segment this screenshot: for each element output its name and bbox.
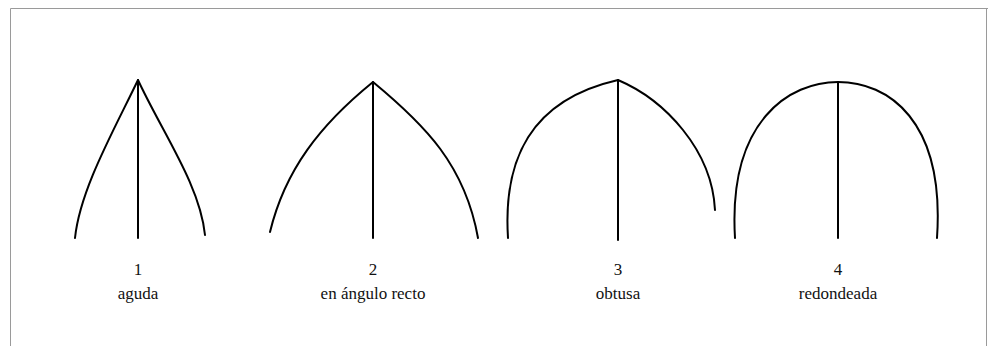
- right-angle-apex-shape: [270, 82, 478, 238]
- apex-type-label: en ángulo recto: [321, 284, 426, 304]
- acute-apex-shape: [75, 80, 205, 238]
- midrib-line: [372, 82, 374, 238]
- apex-type-label: obtusa: [596, 284, 640, 304]
- frame: [11, 9, 989, 346]
- midrib-line: [137, 80, 139, 238]
- frame-line: [986, 9, 987, 346]
- leaf-outline: [734, 82, 937, 238]
- callout-number: 3: [614, 260, 623, 280]
- frame-line: [10, 9, 11, 346]
- callout-number: 4: [834, 260, 843, 280]
- apex-type-label: aguda: [118, 284, 159, 304]
- leaf-outline: [270, 82, 478, 238]
- midrib-line: [617, 80, 619, 240]
- leaf-outline: [75, 80, 205, 238]
- leaf-outline: [507, 80, 715, 238]
- midrib-line: [837, 82, 839, 238]
- obtuse-apex-shape: [507, 80, 715, 240]
- callout-number: 1: [134, 260, 143, 280]
- apex-type-label: redondeada: [799, 284, 877, 304]
- rounded-apex-shape: [734, 82, 937, 238]
- callout-number: 2: [369, 260, 378, 280]
- frame-line: [11, 8, 989, 9]
